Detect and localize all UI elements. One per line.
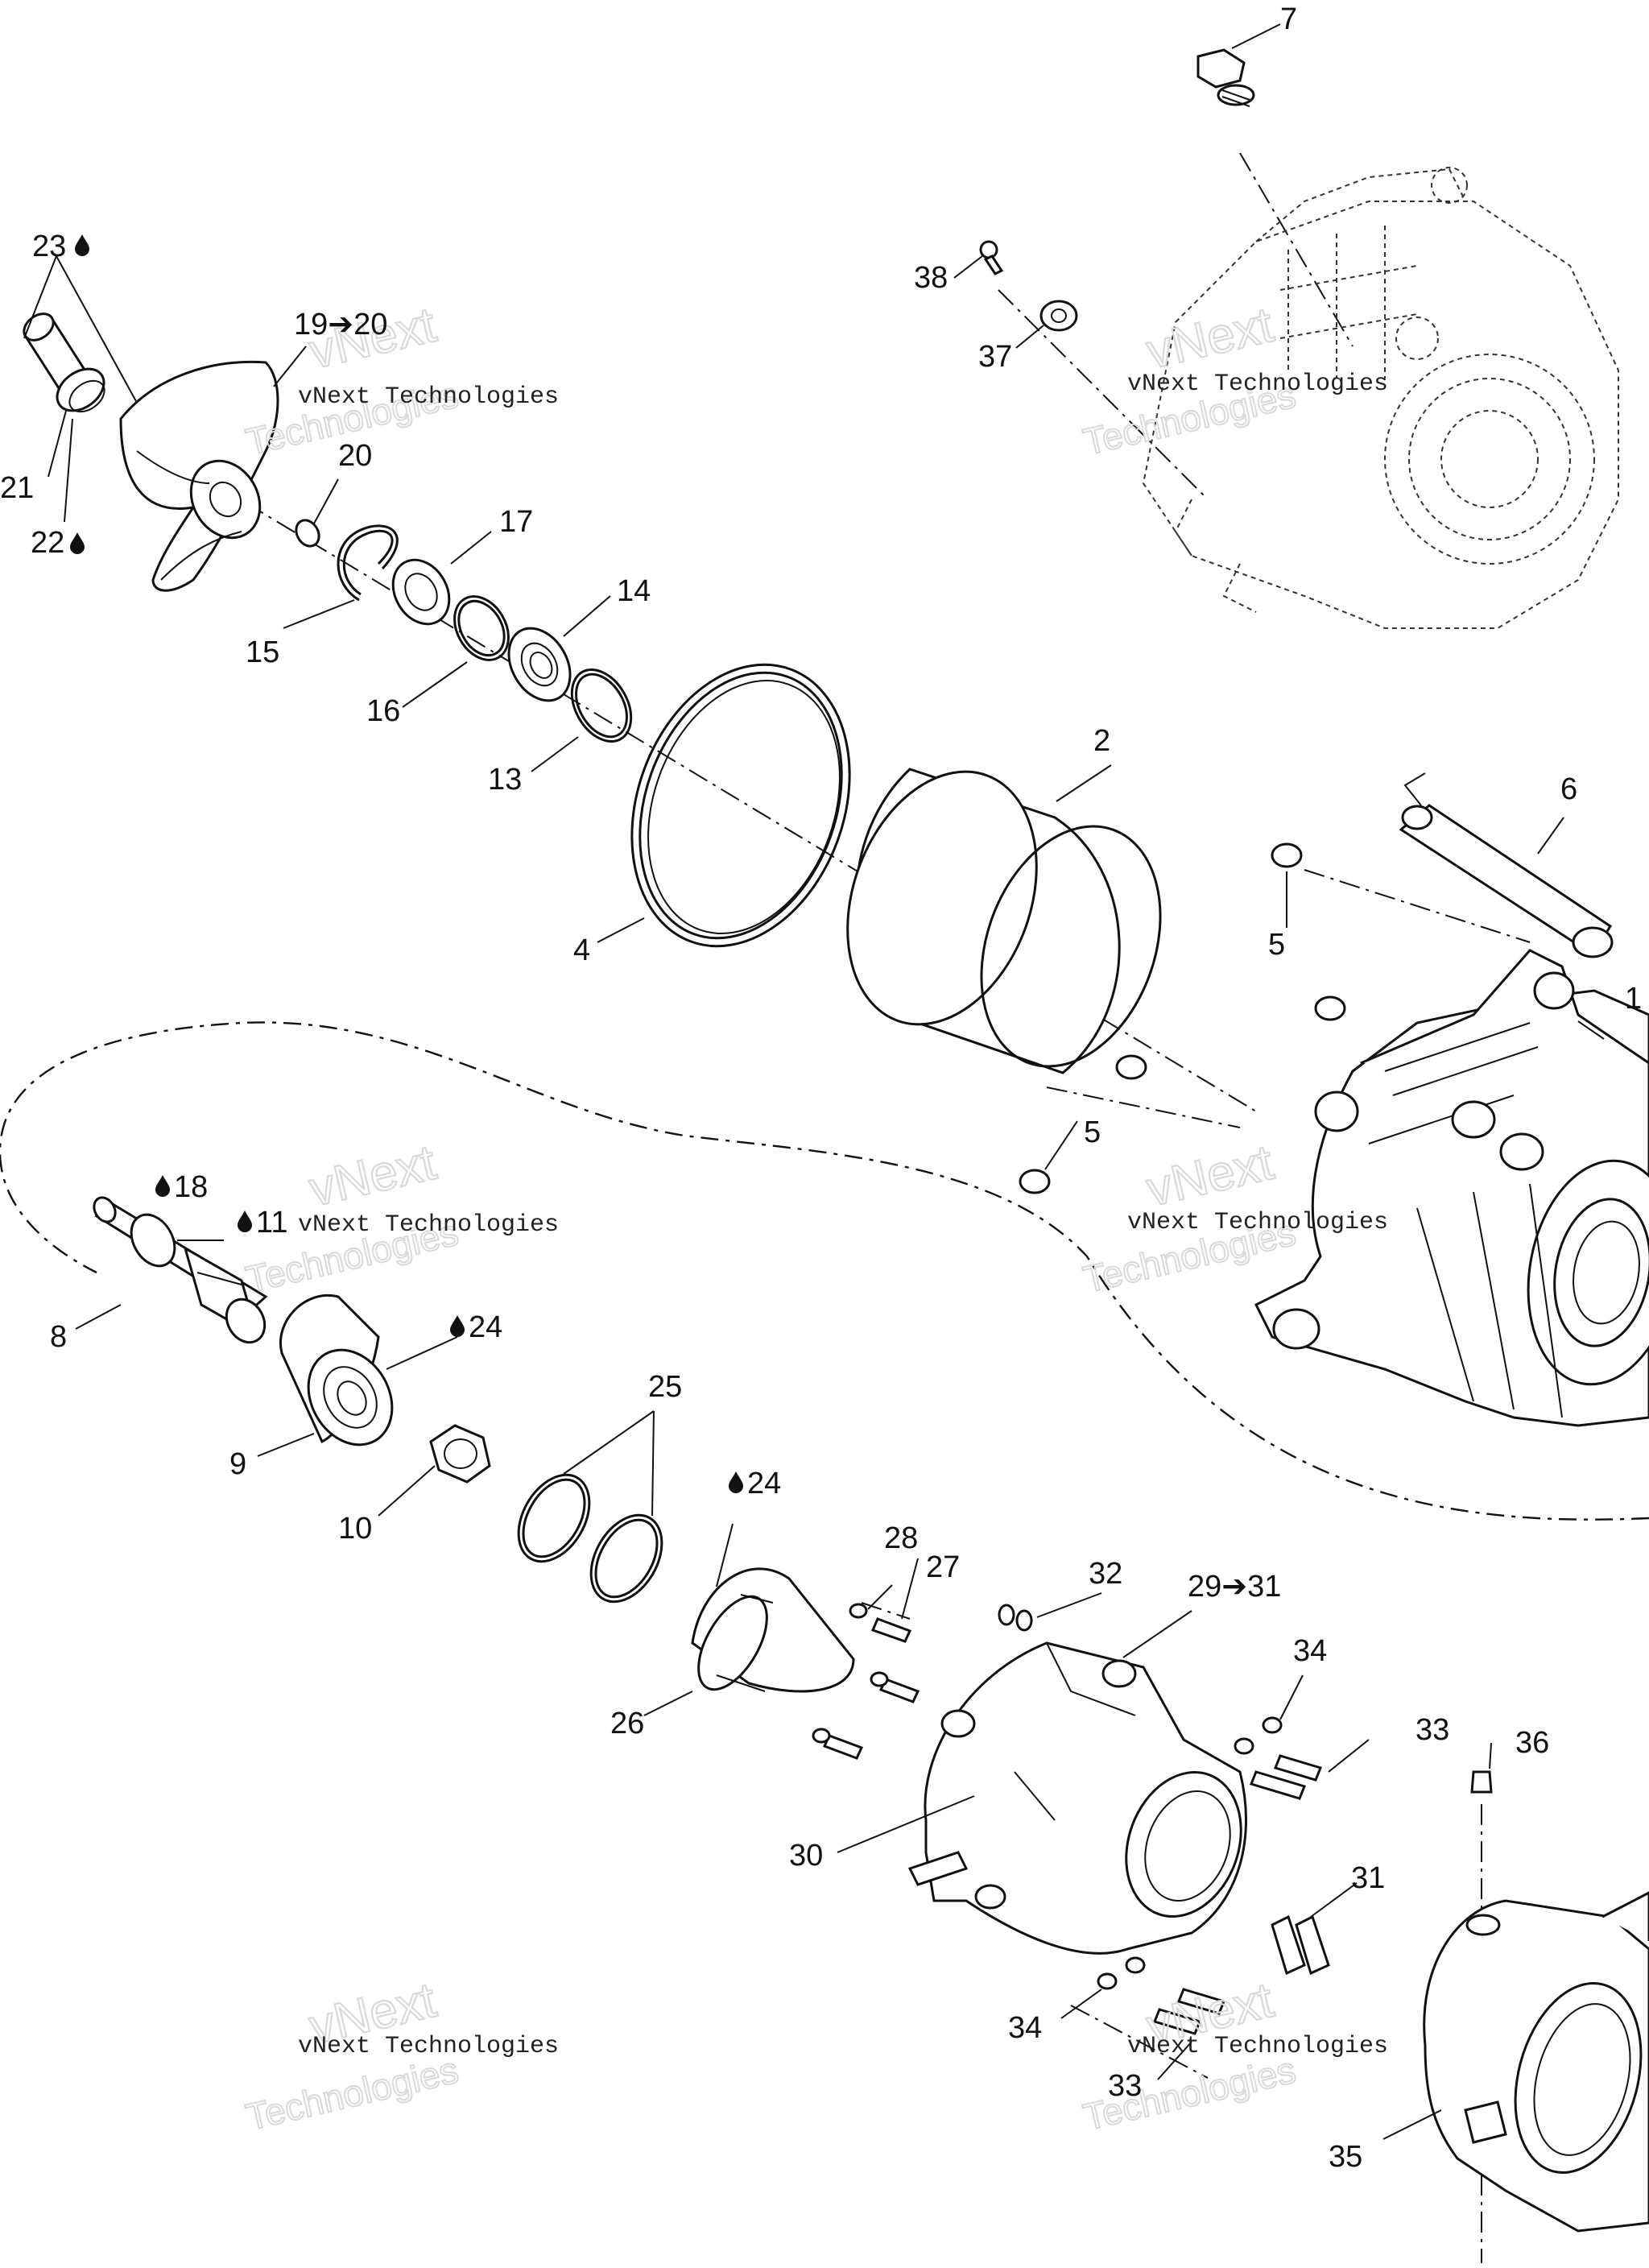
callout-4: 4 [573,933,590,967]
callout-8: 8 [50,1320,67,1354]
callout-11: 11 [256,1206,287,1240]
callout-26: 26 [610,1707,644,1740]
svg-text:vNext Technologies: vNext Technologies [1127,370,1388,398]
oil-drop-icon [70,532,85,554]
part-31-inserts [1271,1914,1330,1976]
oil-drop-icon [450,1315,465,1337]
part-27-screws [822,1617,920,1760]
part-7-drain-plug [1196,48,1255,107]
callout-33a: 33 [1415,1713,1449,1747]
callout-13: 13 [488,763,522,797]
part-33-bolts [1152,1754,1323,2035]
part-5-bushings [1019,842,1346,1194]
callout-22: 22 [31,526,64,560]
oil-drop-icon [729,1471,743,1493]
svg-text:vNext Technologies: vNext Technologies [1127,2033,1388,2060]
part-8-drive-shaft [93,1196,268,1344]
callout-leader-lines [23,23,1605,2140]
watermark-block-3: vNext Technologies vNext Technologies [242,1134,560,1302]
callout-16: 16 [366,694,400,728]
callout-5b: 5 [1084,1115,1101,1149]
callout-28: 28 [884,1521,918,1555]
part-37-grommet [1039,300,1078,332]
svg-text:vNext Technologies: vNext Technologies [1127,1209,1388,1236]
part-30-venturi [907,1641,1247,1955]
callout-17: 17 [499,505,533,539]
callout-38: 38 [914,261,948,295]
callout-21: 21 [0,471,34,505]
part-15-circlip [337,524,399,602]
callout-37: 37 [978,340,1012,374]
part-6-support [1399,772,1614,958]
svg-text:Technologies: Technologies [242,2049,462,2138]
part-35-steering-nozzle [1423,1891,1649,2233]
callout-32: 32 [1089,1557,1122,1591]
callout-25: 25 [648,1370,682,1404]
callout-35: 35 [1329,2140,1362,2174]
callout-33b: 33 [1108,2069,1142,2103]
watermark-block-5: vNext Technologies vNext Technologies [242,1972,560,2139]
callout-labels: 7 38 37 23 19➔20 20 21 22 17 14 15 16 13… [0,2,1642,2174]
callout-19: 19➔20 [294,308,387,341]
svg-text:vNext: vNext [1142,297,1279,380]
callout-18: 18 [174,1170,208,1204]
svg-text:vNext Technologies: vNext Technologies [298,2033,559,2060]
svg-text:vNext: vNext [304,1135,441,1218]
svg-text:vNext Technologies: vNext Technologies [298,1211,559,1239]
watermark-block-6: vNext Technologies vNext Technologies [1079,1972,1389,2139]
svg-text:vNext: vNext [1142,1135,1279,1218]
part-19-impeller [119,360,279,592]
callout-2: 2 [1093,724,1110,758]
callout-23: 23 [32,230,66,263]
callout-27: 27 [926,1550,960,1584]
part-25-o-rings [517,1473,663,1604]
oil-drop-icon [238,1211,252,1232]
part-26-cone [691,1567,855,1693]
watermark-block-1: vNext Technologies vNext Technologies [242,296,560,464]
part-2-wear-ring [846,768,1162,1074]
part-10-nut [429,1424,491,1484]
part-34-washers [1097,1716,1283,1990]
part-20-o-ring [295,519,320,548]
part-9-bearing-housing [279,1294,394,1446]
callout-6: 6 [1560,772,1577,806]
oil-drop-icon [155,1175,170,1197]
part-38-screw [979,240,1004,275]
part-21-impeller-cap [23,312,105,413]
part-17-seal [391,558,451,626]
callout-1: 1 [1625,982,1642,1016]
part-16-o-ring [453,595,510,661]
part-1-pump-housing [1254,949,1649,1427]
driveline-routing-path [0,1021,1649,1521]
callout-24a: 24 [469,1310,502,1344]
callout-9: 9 [229,1447,246,1481]
engine-reference-outline [1142,167,1619,629]
callout-5a: 5 [1268,928,1285,962]
callout-7: 7 [1280,2,1297,36]
part-13-o-ring [570,668,633,743]
part-32-o-rings [998,1604,1033,1632]
callout-20: 20 [338,439,372,473]
watermark-block-2: vNext Technologies vNext Technologies [1079,296,1389,464]
callout-36: 36 [1515,1726,1549,1760]
part-28-washers [812,1603,889,1744]
callout-24b: 24 [747,1467,781,1500]
callout-31: 31 [1351,1861,1385,1895]
callout-30: 30 [789,1839,823,1873]
part-4-wear-ring-gasket [630,663,851,948]
callout-34b: 34 [1008,2011,1042,2045]
callout-10: 10 [338,1512,372,1546]
part-14-seal [507,627,572,702]
callout-29: 29➔31 [1188,1570,1281,1604]
callout-34a: 34 [1293,1634,1327,1668]
part-36-screw [1470,1770,1493,1794]
callout-14: 14 [617,574,651,608]
oil-drop-icon [75,234,89,256]
callout-15: 15 [246,635,279,669]
svg-text:vNext Technologies: vNext Technologies [298,383,559,411]
